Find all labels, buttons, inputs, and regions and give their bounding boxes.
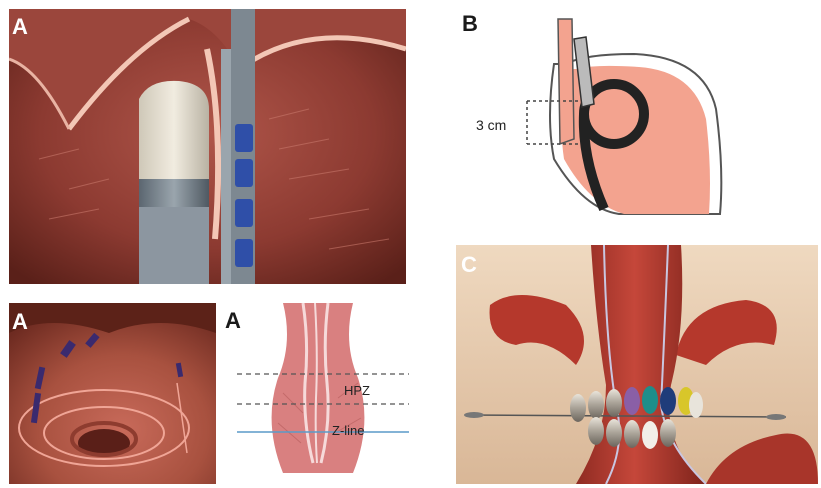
panel-hpz-diagram: HPZ Z-line A	[223, 303, 409, 484]
measure-label: 3 cm	[476, 117, 506, 133]
panel-schematic-diagram: 3 cm B	[454, 9, 816, 218]
panel-stapler-render: A	[9, 9, 406, 284]
zline-label: Z-line	[332, 423, 365, 438]
schematic-illustration: 3 cm	[454, 9, 816, 218]
panel-tag: B	[462, 13, 478, 35]
hpz-label: HPZ	[344, 383, 370, 398]
magnetic-device-illustration	[456, 245, 818, 484]
panel-tag: C	[461, 254, 477, 276]
stapler-render-illustration	[9, 9, 406, 284]
endoscopic-illustration	[9, 303, 216, 484]
panel-endoscopic-view: A	[9, 303, 216, 484]
panel-tag: A	[12, 311, 28, 333]
panel-magnetic-device: C	[456, 245, 818, 484]
hpz-illustration: HPZ Z-line	[223, 303, 409, 484]
panel-tag: A	[12, 16, 28, 38]
panel-tag: A	[225, 310, 241, 332]
